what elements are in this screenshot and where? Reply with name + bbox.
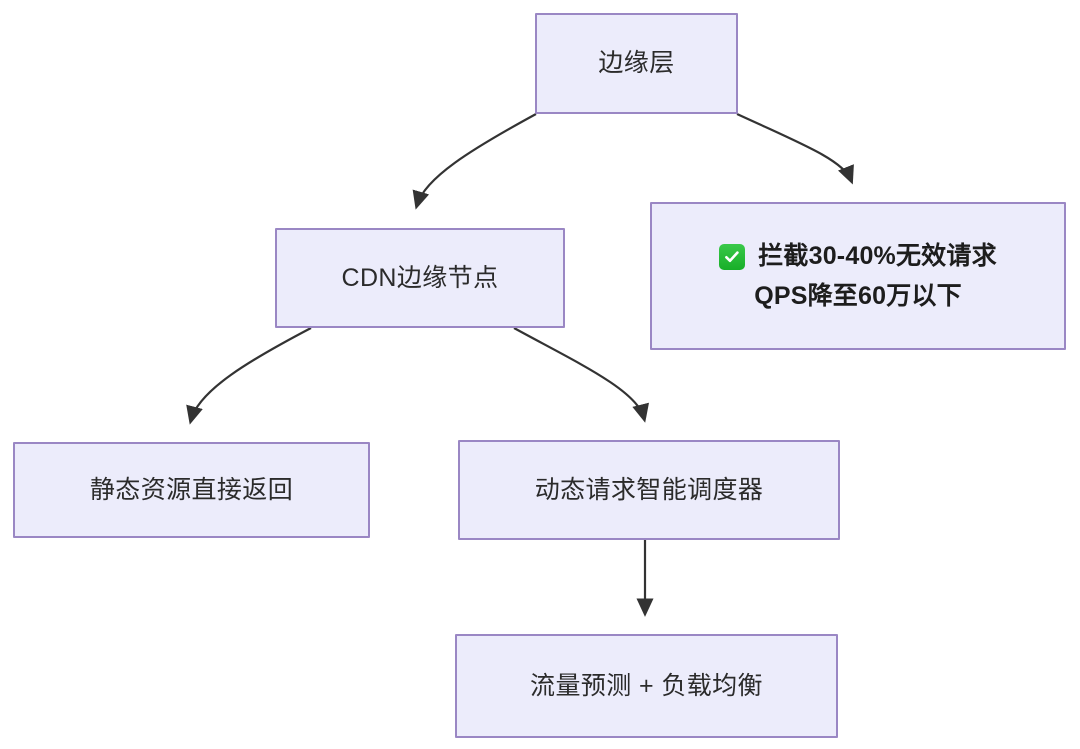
node-traffic-prediction-load-balance[interactable]: 流量预测 + 负载均衡 bbox=[455, 634, 838, 738]
node-dynamic-request-scheduler-label: 动态请求智能调度器 bbox=[534, 475, 764, 504]
node-intercept-note[interactable]: 拦截30-40%无效请求 QPS降至60万以下 bbox=[650, 202, 1066, 350]
node-static-resource-return-label: 静态资源直接返回 bbox=[89, 475, 294, 504]
node-edge-layer-label: 边缘层 bbox=[598, 49, 675, 78]
node-traffic-prediction-load-balance-label: 流量预测 + 负载均衡 bbox=[530, 671, 763, 700]
intercept-note-line-1: 拦截30-40%无效请求 bbox=[719, 238, 997, 274]
node-cdn-edge-node[interactable]: CDN边缘节点 bbox=[275, 228, 565, 328]
edge-cdn-to-scheduler bbox=[513, 327, 649, 423]
node-dynamic-request-scheduler[interactable]: 动态请求智能调度器 bbox=[458, 440, 840, 540]
edge-cdn-to-static bbox=[186, 327, 312, 425]
check-mark-button-icon bbox=[719, 243, 746, 270]
edge-edgelayer-to-note bbox=[736, 113, 854, 185]
intercept-note-line-2: QPS降至60万以下 bbox=[754, 282, 962, 310]
node-static-resource-return[interactable]: 静态资源直接返回 bbox=[13, 442, 370, 538]
intercept-note-body: 拦截30-40%无效请求 QPS降至60万以下 bbox=[719, 238, 997, 315]
node-cdn-edge-node-label: CDN边缘节点 bbox=[341, 263, 499, 292]
intercept-note-text-1: 拦截30-40%无效请求 bbox=[758, 241, 997, 270]
edge-edgelayer-to-cdn bbox=[412, 113, 537, 210]
node-edge-layer[interactable]: 边缘层 bbox=[535, 13, 738, 114]
